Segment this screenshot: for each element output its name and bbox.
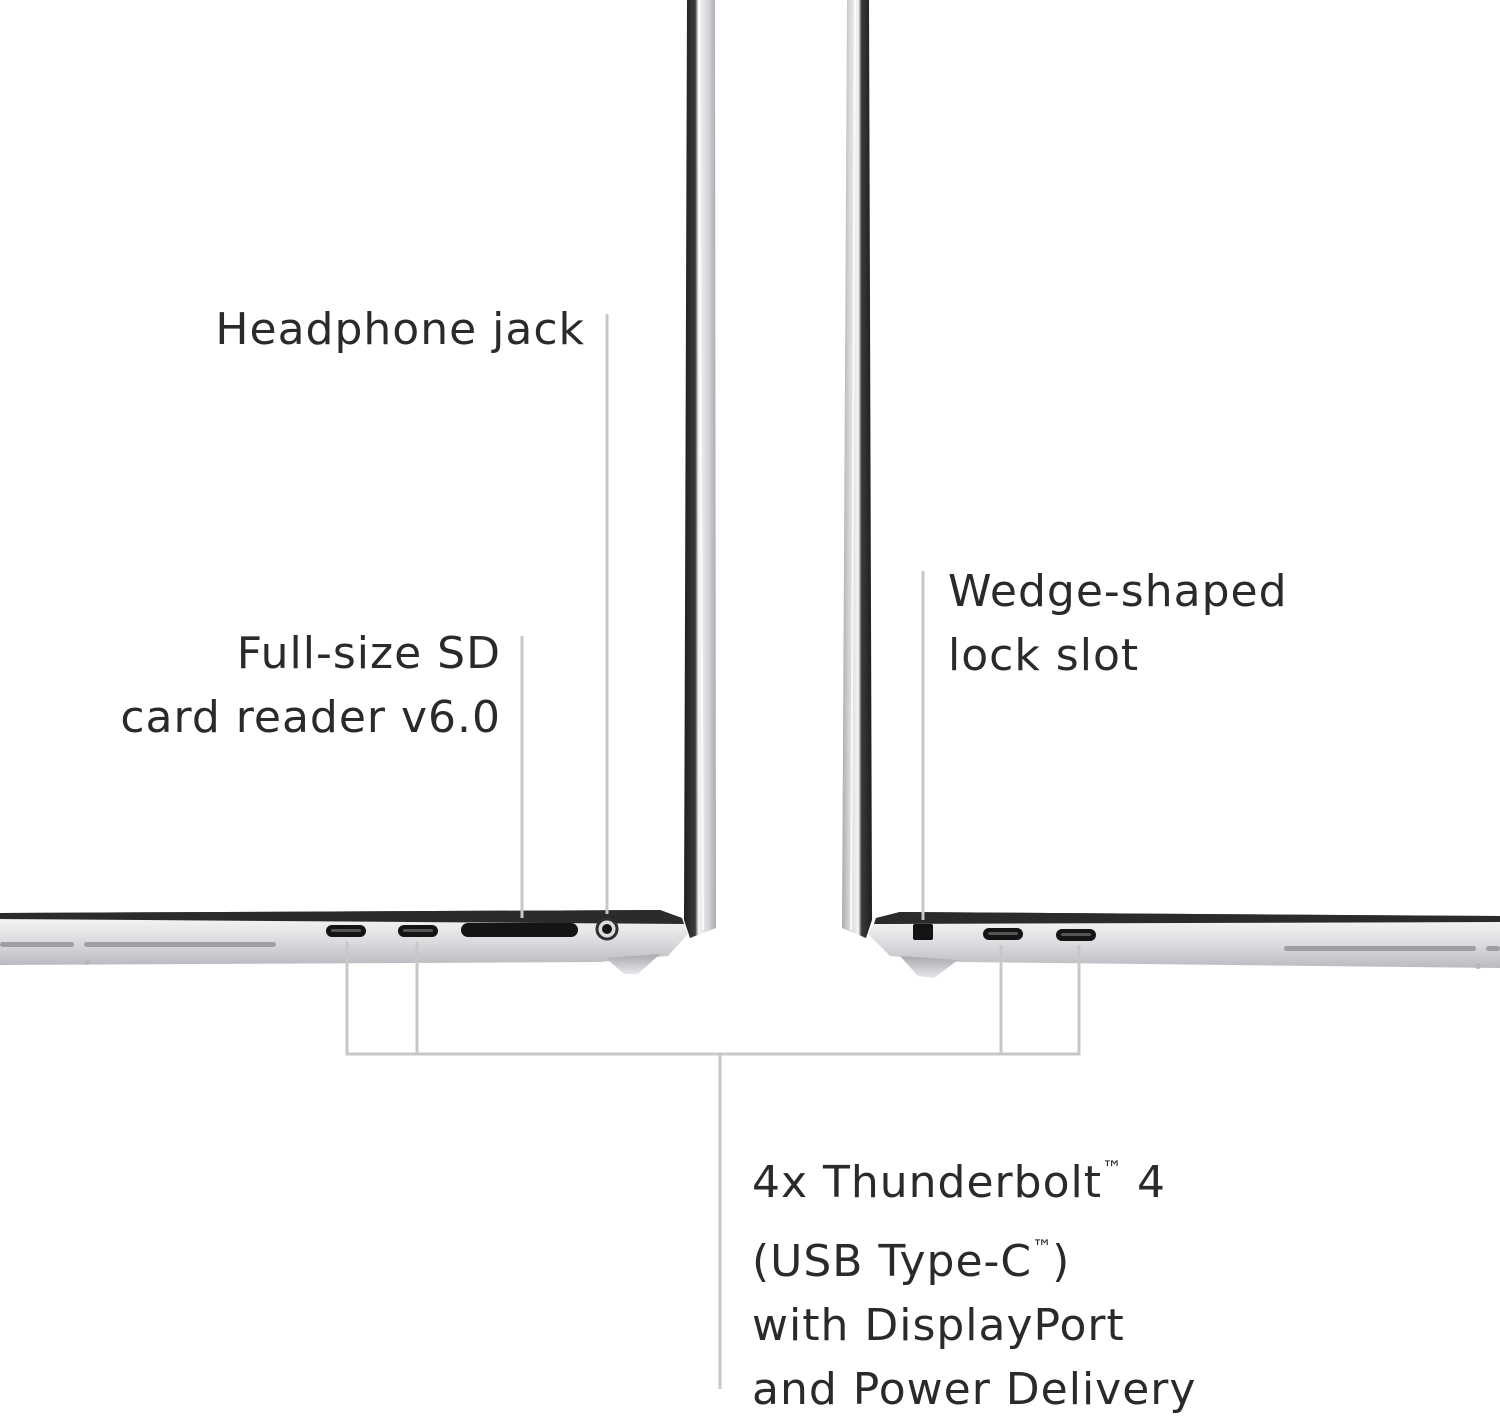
thunderbolt-text-line2: (USB Type-C™) <box>752 1215 1196 1294</box>
thunderbolt-version: 4 <box>1121 1157 1166 1208</box>
closing-paren: ) <box>1052 1236 1071 1287</box>
sd-card-reader-label: Full-size SD card reader v6.0 <box>120 622 501 750</box>
thunderbolt-bracket-left <box>345 942 419 1056</box>
headphone-jack-label: Headphone jack <box>215 298 585 362</box>
left-vent-2 <box>84 942 276 947</box>
thunderbolt-text-line1: 4x Thunderbolt™ 4 <box>752 1136 1196 1215</box>
sd-card-slot <box>461 923 578 937</box>
trademark-mark: ™ <box>1032 1235 1053 1259</box>
thunderbolt-label: 4x Thunderbolt™ 4 (USB Type-C™) with Dis… <box>752 1136 1196 1422</box>
left-vent-1 <box>0 942 74 947</box>
right-vent-1 <box>1284 946 1476 951</box>
right-vent-2 <box>1486 946 1500 951</box>
thunderbolt-name: 4x Thunderbolt <box>752 1157 1102 1208</box>
lock-slot-label: Wedge-shaped lock slot <box>948 560 1288 688</box>
trademark-mark: ™ <box>1101 1156 1122 1180</box>
right-base <box>868 912 1500 968</box>
lock-slot <box>913 924 933 940</box>
thunderbolt-text-line4: and Power Delivery <box>752 1364 1197 1415</box>
right-laptop <box>842 0 1500 978</box>
left-lid <box>684 0 716 938</box>
callout-lines <box>345 314 1081 1389</box>
lock-slot-text-line1: Wedge-shaped <box>948 566 1288 617</box>
thunderbolt-bracket-right <box>999 945 1081 1056</box>
sd-card-text-line2: card reader v6.0 <box>120 692 501 743</box>
laptop-illustration <box>0 0 1500 1389</box>
headphone-jack-text: Headphone jack <box>215 304 585 355</box>
right-foot <box>900 956 958 978</box>
left-led-icon <box>84 959 90 965</box>
left-ports <box>326 917 619 941</box>
usb-type-c-text: (USB Type-C <box>752 1236 1033 1287</box>
left-foot <box>606 954 660 974</box>
sd-card-text-line1: Full-size SD <box>236 628 501 679</box>
right-led-icon <box>1475 963 1481 969</box>
lock-slot-text-line2: lock slot <box>948 630 1140 681</box>
right-lid <box>842 0 872 938</box>
right-ports <box>913 924 1096 941</box>
thunderbolt-text-line3: with DisplayPort <box>752 1300 1125 1351</box>
left-laptop <box>0 0 716 974</box>
